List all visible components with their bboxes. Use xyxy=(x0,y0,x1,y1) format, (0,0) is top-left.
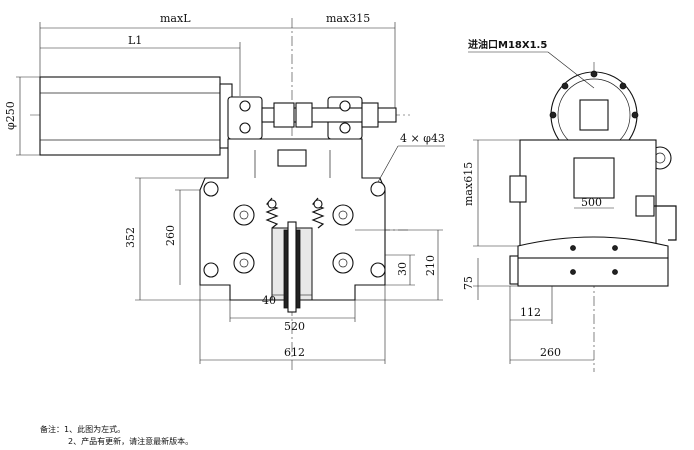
arm-pivot-icon xyxy=(233,204,255,226)
mount-hole-icon xyxy=(203,262,219,278)
bolt-icon xyxy=(561,82,569,90)
dim-maxl-label: maxL xyxy=(160,12,191,25)
arm-pivot-icon xyxy=(332,204,354,226)
dim-30-label: 30 xyxy=(396,262,409,276)
side-centre-column xyxy=(573,157,615,199)
dim-max615-label: max615 xyxy=(462,162,475,206)
rod-nut xyxy=(273,102,295,128)
bolt-icon xyxy=(549,111,557,119)
bolt-icon xyxy=(570,269,576,275)
holes-leader xyxy=(377,145,399,183)
spring-pin-icon xyxy=(313,199,323,209)
side-bracket-left xyxy=(509,175,527,203)
bolt-icon xyxy=(612,269,618,275)
mount-hole-icon xyxy=(203,181,219,197)
pin-icon xyxy=(339,100,351,112)
side-view: 进油口M18X1.5 max615 500 75 112 260 xyxy=(462,38,677,372)
dim-holes-label: 4 × φ43 xyxy=(400,132,445,145)
bolt-icon xyxy=(590,70,598,78)
oil-inlet-label: 进油口M18X1.5 xyxy=(468,38,547,51)
mount-hole-icon xyxy=(370,181,386,197)
side-arm-arc xyxy=(517,236,669,259)
thruster-cylinder xyxy=(39,76,221,156)
dim-max315-label: max315 xyxy=(326,12,370,25)
oil-pipe xyxy=(654,205,677,241)
brake-pad-icon xyxy=(283,229,289,309)
side-valve-block xyxy=(635,195,655,217)
pin-icon xyxy=(239,100,251,112)
note-item-2: 2、产品有更新，请注意最新版本。 xyxy=(68,437,194,446)
pivot-centre xyxy=(338,258,348,268)
bolt-icon xyxy=(631,111,639,119)
side-base xyxy=(517,257,669,287)
bolt-icon xyxy=(570,245,576,251)
front-view: maxL max315 L1 φ250 4 × φ43 352 260 30 2… xyxy=(4,12,445,372)
mount-hole-icon xyxy=(370,262,386,278)
pin-icon xyxy=(239,122,251,134)
notes-prefix: 备注： xyxy=(40,425,64,434)
notes-block: 备注：1、此图为左式。 2、产品有更新，请注意最新版本。 xyxy=(40,424,193,448)
bolt-icon xyxy=(619,82,627,90)
pin-icon xyxy=(339,122,351,134)
oil-inlet-leader xyxy=(547,51,595,89)
note-item-1: 1、此图为左式。 xyxy=(64,425,126,434)
dim-40-label: 40 xyxy=(262,294,276,307)
brake-pad-icon xyxy=(295,229,301,309)
dim-500-label: 500 xyxy=(581,196,602,209)
dim-l1-label: L1 xyxy=(128,34,142,47)
bolt-icon xyxy=(612,245,618,251)
pivot-centre xyxy=(239,258,249,268)
dim-520-label: 520 xyxy=(284,320,305,333)
dim-112-label: 112 xyxy=(520,306,541,319)
pivot-centre xyxy=(338,210,348,220)
dim-210-label: 210 xyxy=(424,255,437,276)
pivot-centre xyxy=(239,210,249,220)
nameplate xyxy=(277,149,307,167)
dim-612-label: 612 xyxy=(284,346,305,359)
rod-nut xyxy=(361,102,379,128)
dim-260-label: 260 xyxy=(164,225,177,246)
dim-75-label: 75 xyxy=(462,276,475,290)
dim-phi250-label: φ250 xyxy=(4,101,17,130)
rod-nut xyxy=(295,102,313,128)
arm-pivot-icon xyxy=(233,252,255,274)
thruster-centre-block xyxy=(579,99,609,131)
arm-pivot-icon xyxy=(332,252,354,274)
spring-pin-icon xyxy=(267,199,277,209)
note-line-1: 备注：1、此图为左式。 xyxy=(40,424,193,436)
dim-260-side-label: 260 xyxy=(540,346,561,359)
dim-352-label: 352 xyxy=(124,227,137,248)
brake-disc xyxy=(287,221,297,313)
